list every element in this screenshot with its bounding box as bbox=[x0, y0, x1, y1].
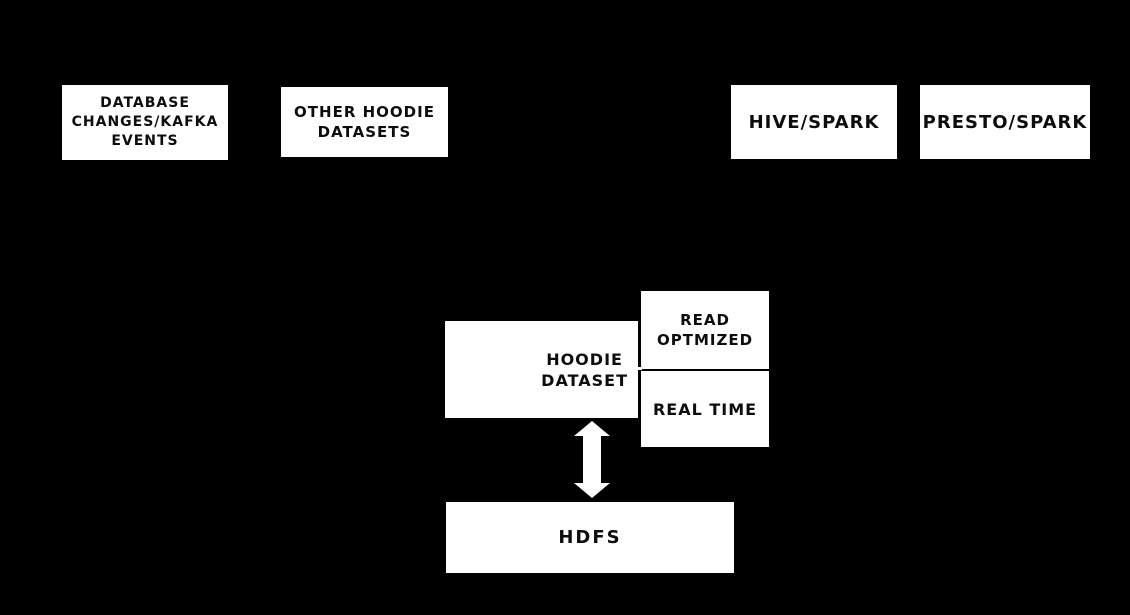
label-line: PRESTO/SPARK bbox=[922, 111, 1088, 133]
label-line: READ bbox=[680, 311, 730, 329]
database-changes-kafka-events-box: DATABASE CHANGES/KAFKA EVENTS bbox=[62, 85, 228, 160]
real-time-view-box: REAL TIME bbox=[641, 371, 769, 447]
label-line: DATABASE bbox=[100, 95, 190, 111]
hive-spark-box: HIVE/SPARK bbox=[731, 85, 897, 159]
hoodie-dataset-box: HOODIE DATASET bbox=[445, 321, 638, 418]
label-line: OPTMIZED bbox=[656, 331, 754, 349]
hdfs-label: HDFS bbox=[558, 527, 621, 548]
label-line: DATASETS bbox=[317, 123, 412, 141]
label-line: HOODIE bbox=[546, 349, 623, 369]
hdfs-box: HDFS bbox=[446, 502, 734, 573]
real-time-label: REAL TIME bbox=[653, 400, 757, 419]
label-line: EVENTS bbox=[111, 133, 179, 149]
label-line: OTHER HOODIE bbox=[294, 103, 435, 121]
hoodie-dataset-label: HOODIE DATASET bbox=[541, 349, 628, 391]
read-optimized-view-box: READ OPTMIZED bbox=[641, 291, 769, 369]
label-line: DATASET bbox=[541, 370, 628, 390]
read-optimized-label: READ OPTMIZED bbox=[657, 310, 753, 350]
label-line: REAL TIME bbox=[652, 399, 758, 419]
hive-spark-label: HIVE/SPARK bbox=[749, 112, 880, 133]
presto-spark-label: PRESTO/SPARK bbox=[923, 112, 1088, 133]
up-down-arrow-icon bbox=[574, 421, 610, 498]
other-hoodie-datasets-label: OTHER HOODIE DATASETS bbox=[294, 102, 435, 142]
presto-spark-box: PRESTO/SPARK bbox=[920, 85, 1090, 159]
other-hoodie-datasets-box: OTHER HOODIE DATASETS bbox=[281, 87, 448, 157]
label-line: CHANGES/KAFKA bbox=[71, 114, 219, 130]
hoodie-views-connector-line bbox=[636, 367, 642, 370]
database-changes-kafka-events-label: DATABASE CHANGES/KAFKA EVENTS bbox=[72, 94, 219, 151]
label-line: HDFS bbox=[558, 527, 622, 548]
label-line: HIVE/SPARK bbox=[748, 111, 880, 133]
